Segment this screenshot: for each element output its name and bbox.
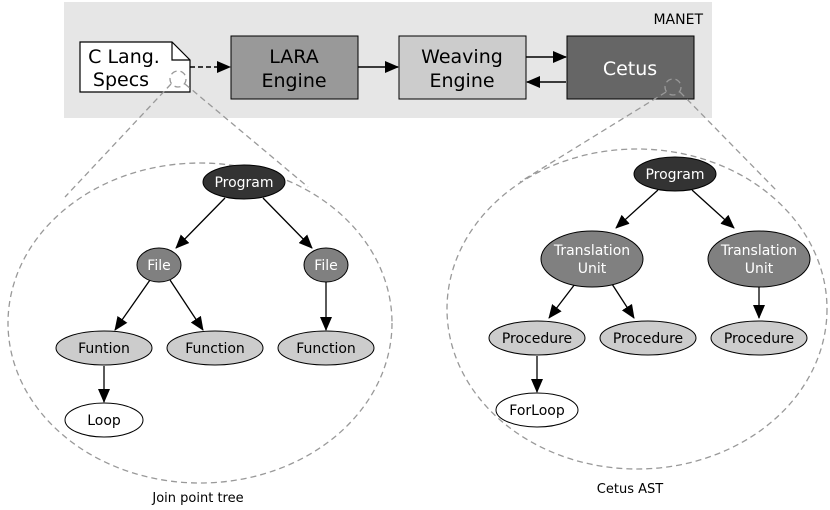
ast-forloop-label: ForLoop bbox=[509, 403, 565, 419]
lara-engine-box: LARA Engine bbox=[230, 35, 359, 100]
join-point-tree-edges bbox=[98, 197, 332, 403]
ast-proc-left-node: Procedure bbox=[488, 320, 586, 356]
weaving-line-2: Engine bbox=[429, 70, 494, 92]
jpt-function-mid-label: Function bbox=[185, 341, 245, 357]
ast-proc-mid-node: Procedure bbox=[599, 320, 697, 356]
ast-tu-left-line-2: Unit bbox=[578, 261, 607, 277]
lara-line-2: Engine bbox=[261, 70, 326, 92]
lara-line-1: LARA bbox=[269, 46, 318, 68]
ast-program-node: Program bbox=[633, 156, 717, 192]
ast-proc-right-label: Procedure bbox=[724, 331, 794, 347]
ast-program-label: Program bbox=[645, 167, 704, 183]
jpt-file-left-node: File bbox=[136, 247, 182, 283]
manet-label: MANET bbox=[653, 12, 703, 28]
cetus-ast-edges bbox=[531, 189, 765, 393]
c-lang-specs-doc: C Lang. Specs bbox=[79, 41, 191, 93]
cetus-box: Cetus bbox=[566, 35, 695, 100]
ast-tu-right-line-1: Translation bbox=[720, 243, 797, 259]
jpt-loop-label: Loop bbox=[87, 413, 121, 429]
jpt-file-right-label: File bbox=[314, 258, 337, 274]
zoom-connectors bbox=[7, 70, 828, 484]
ast-tu-right-node: Translation Unit bbox=[707, 230, 811, 288]
jpt-program-node: Program bbox=[202, 164, 286, 200]
ast-tu-right-line-2: Unit bbox=[745, 261, 774, 277]
ast-proc-mid-label: Procedure bbox=[613, 331, 683, 347]
weaving-engine-box: Weaving Engine bbox=[398, 35, 527, 100]
weaving-line-1: Weaving bbox=[421, 46, 503, 68]
ast-proc-left-label: Procedure bbox=[502, 331, 572, 347]
jpt-file-right-node: File bbox=[303, 247, 349, 283]
spec-line-1: C Lang. bbox=[88, 46, 160, 68]
jpt-function-mid-node: Function bbox=[166, 330, 264, 366]
ast-forloop-node: ForLoop bbox=[495, 392, 579, 428]
jpt-funtion-label: Funtion bbox=[78, 341, 130, 357]
cetus-label: Cetus bbox=[603, 58, 657, 80]
cetus-ast-caption: Cetus AST bbox=[597, 482, 663, 497]
jpt-function-right-node: Function bbox=[277, 330, 375, 366]
jpt-loop-node: Loop bbox=[64, 402, 144, 438]
ast-tu-left-line-1: Translation bbox=[553, 243, 630, 259]
jpt-function-right-label: Function bbox=[296, 341, 356, 357]
jpt-file-left-label: File bbox=[147, 258, 170, 274]
ast-proc-right-node: Procedure bbox=[710, 320, 808, 356]
spec-line-2: Specs bbox=[93, 69, 149, 91]
ast-tu-left-node: Translation Unit bbox=[540, 230, 644, 288]
jpt-funtion-node: Funtion bbox=[55, 330, 153, 366]
join-point-tree-caption: Join point tree bbox=[151, 491, 243, 506]
jpt-program-label: Program bbox=[214, 175, 273, 191]
